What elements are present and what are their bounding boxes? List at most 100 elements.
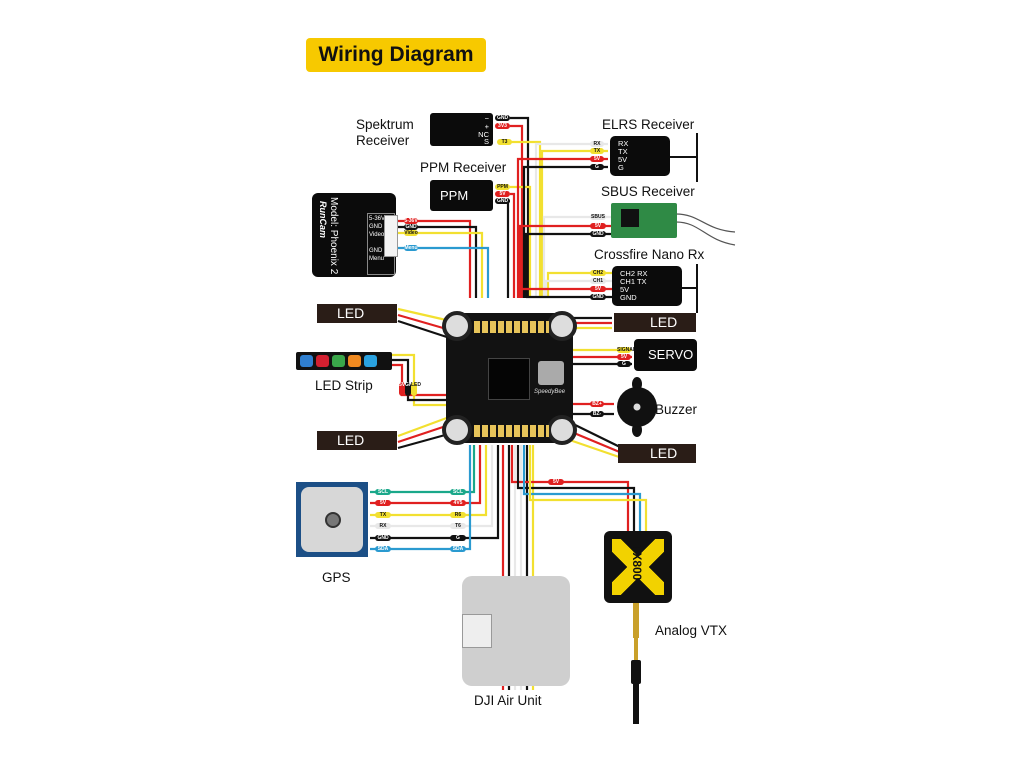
elrs-label: ELRS Receiver	[602, 117, 695, 132]
elrs-pin-tx: TX	[618, 147, 628, 156]
crossfire-label: Crossfire Nano Rx	[594, 247, 705, 262]
spektrum-pin-vcc: +	[484, 122, 489, 131]
tag-servo-g: G	[617, 361, 631, 367]
led-strip-pixel	[332, 355, 345, 367]
crossfire-antenna-icon	[682, 264, 698, 313]
wires-sbus	[518, 215, 612, 298]
wires-camera	[395, 219, 490, 298]
camera-model-text: Model: Phoenix 2	[328, 197, 339, 275]
tag-elrs-g: G	[590, 164, 604, 170]
tag-gps: GND	[375, 534, 391, 541]
analog-vtx: TX800	[604, 531, 672, 603]
ppm-receiver: PPM	[430, 180, 493, 211]
tag-ppm-gnd: GND	[495, 198, 510, 204]
usb-port	[538, 361, 564, 385]
mount-hole-tl	[442, 311, 472, 341]
vtx-x-graphic	[612, 539, 664, 595]
tag-sbus-5v: 5V	[590, 223, 606, 229]
tag-gps-fc: T6	[450, 523, 466, 530]
mount-hole-bl	[442, 415, 472, 445]
vtx-label: Analog VTX	[655, 623, 728, 638]
servo: SERVO	[634, 339, 697, 371]
tag-spektrum-3v3: 3V3	[495, 123, 510, 129]
buzzer-label: Buzzer	[655, 402, 698, 417]
tag-spektrum-t3: T3	[497, 139, 512, 145]
elrs-pin-rx: RX	[618, 139, 629, 148]
crossfire-receiver: CH2 RX CH1 TX 5V GND	[612, 266, 682, 306]
fc-bottom-pads	[474, 425, 549, 437]
tag-gps: SDA	[375, 546, 391, 552]
tag-led-strip-led: LED	[411, 382, 421, 396]
led-bottom-left: LED	[317, 431, 397, 450]
mcu-chip	[488, 358, 530, 400]
mount-hole-br	[547, 415, 577, 445]
gps-antenna-patch	[301, 487, 363, 552]
elrs-pin-5v: 5V	[618, 155, 628, 164]
crossfire-pin-5v: 5V	[620, 285, 630, 294]
tag-led-strip-gnd: GND	[405, 382, 416, 396]
led-top-right: LED	[614, 313, 696, 332]
tag-buzzer-neg: BZ-	[590, 411, 604, 417]
gps-label: GPS	[322, 570, 351, 585]
fc-top-pads	[474, 321, 549, 333]
wires-vtx	[510, 445, 648, 540]
fc-brand: SpeedyBee	[534, 389, 566, 395]
dji-usb-c-port	[462, 614, 492, 648]
tag-gps-fc: SDA	[450, 546, 466, 552]
tag-crossfire-ch2: CH2	[590, 270, 606, 276]
ppm-box-text: PPM	[440, 188, 469, 203]
tag-sbus-signal: SBUS	[590, 214, 606, 220]
led-strip	[296, 352, 392, 370]
crossfire-pin-gnd: GND	[620, 293, 637, 302]
gps-center-icon	[325, 512, 341, 528]
camera-connector	[384, 215, 398, 257]
spektrum-receiver: − + NC S	[430, 113, 493, 146]
led-strip-pixel	[348, 355, 361, 367]
tag-gps-fc: SCL	[450, 489, 466, 495]
diagram-title: Wiring Diagram	[306, 38, 486, 72]
tag-gps-fc: R6	[450, 511, 466, 518]
tag-gps: RX	[375, 523, 391, 530]
tag-sbus-gnd: GND	[590, 231, 606, 237]
tag-spektrum-gnd: GND	[495, 115, 510, 121]
spektrum-pin-gnd: −	[484, 114, 489, 123]
led-strip-label: LED Strip	[315, 378, 373, 393]
camera-brand: RunCam	[318, 201, 328, 239]
tag-vtx-fc-5v: 5V	[548, 479, 564, 485]
tag-buzzer-pos: BZ+	[590, 401, 604, 407]
sbus-receiver	[611, 203, 677, 238]
tag-camera-menu: Menu	[404, 245, 418, 251]
flight-controller: SpeedyBee	[442, 311, 577, 445]
tag-crossfire-5v: 5V	[590, 286, 606, 292]
sbus-chip-icon	[621, 209, 639, 227]
gps-module	[296, 482, 368, 557]
tag-gps: 5V	[375, 500, 391, 507]
tag-ppm-5v: 5V	[495, 191, 510, 197]
sbus-antenna-icon	[675, 213, 736, 246]
tag-elrs-tx: TX	[590, 148, 604, 154]
led-strip-pixel	[364, 355, 377, 367]
spektrum-pin-s: S	[483, 137, 489, 146]
spektrum-pin-nc: NC	[478, 130, 489, 139]
led-strip-pixel	[300, 355, 313, 367]
buzzer-icon	[617, 377, 657, 437]
dji-label: DJI Air Unit	[474, 693, 542, 708]
sbus-label: SBUS Receiver	[601, 184, 695, 199]
vtx-antenna-icon	[631, 602, 641, 724]
wires-elrs	[516, 142, 608, 298]
tag-servo-5v: 5V	[617, 354, 631, 360]
tag-ppm-signal: PPM	[495, 184, 510, 190]
crossfire-pin-ch1: CH1 TX	[620, 277, 647, 286]
tag-led-strip-5v: 5V	[399, 382, 405, 396]
tag-crossfire-gnd: GND	[590, 294, 606, 300]
mount-hole-tr	[547, 311, 577, 341]
wires-gps	[370, 445, 500, 551]
tag-gps-fc: G	[450, 534, 466, 541]
tag-elrs-5v: 5V	[590, 156, 604, 162]
tag-camera-power: 5-36V	[404, 218, 418, 224]
elrs-pin-g: G	[618, 163, 624, 172]
tag-gps: SCL	[375, 489, 391, 495]
wires-spektrum	[510, 116, 542, 298]
